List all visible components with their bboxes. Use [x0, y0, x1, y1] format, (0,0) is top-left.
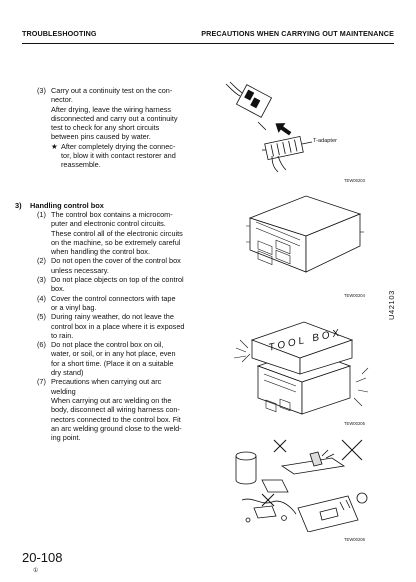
item-number: (1) — [37, 210, 46, 219]
text-line: box. — [51, 284, 65, 294]
list-item: (4) Cover the control connectors with ta… — [37, 294, 197, 313]
revision-mark: ① — [33, 568, 39, 574]
text-line: After drying, leave the wiring harness — [51, 104, 172, 114]
text-line: Do not place the control box on oil, — [51, 340, 164, 350]
star-icon: ★ — [51, 141, 58, 151]
text-line: water, or soil, or in any hot place, eve… — [51, 349, 176, 359]
text-line: control box in a place where it is expos… — [51, 321, 185, 331]
text-line: nectors connected to the control box. Fi… — [51, 414, 181, 424]
page-number: 20-108 — [22, 550, 63, 565]
control-box-illustration — [246, 195, 364, 273]
section-heading: 3) Handling control box — [15, 201, 104, 210]
text-line: or a vinyl bag. — [51, 302, 97, 312]
list-item: (5) During rainy weather, do not leave t… — [37, 312, 197, 340]
text-line: welding — [51, 386, 76, 396]
step-3-block: (3) Carry out a continuity test on the c… — [37, 86, 197, 170]
section-title: Handling control box — [30, 201, 104, 210]
item-number: (2) — [37, 256, 46, 266]
list-item: (3) Do not place objects on top of the c… — [37, 275, 197, 294]
text-line: puter and electronic control circuits. — [51, 219, 166, 229]
text-line: These control all of the electronic circ… — [51, 228, 183, 238]
text-line: Cover the control connectors with tape — [51, 293, 176, 303]
list-item: (6) Do not place the control box on oil,… — [37, 340, 197, 377]
text-line: Carry out a continuity test on the con- — [51, 86, 173, 95]
section-number: 3) — [15, 201, 22, 210]
list-item: (7) Precautions when carrying out arc we… — [37, 377, 197, 442]
text-line: for a short time. (Place it on a suitabl… — [51, 358, 174, 368]
text-line: Do not place objects on top of the contr… — [51, 275, 184, 285]
text-line: The control box contains a microcom- — [51, 210, 173, 219]
text-line: to rain. — [51, 330, 74, 340]
section-items: (1) The control box contains a microcom-… — [37, 210, 197, 442]
header-topic-title: PRECAUTIONS WHEN CARRYING OUT MAINTENANC… — [201, 29, 394, 38]
text-line: test to check for any short circuits — [51, 123, 160, 133]
placement-warning-illustration — [235, 439, 368, 532]
side-document-code: U42103 — [387, 290, 396, 320]
text-line: Do not open the cover of the control box — [51, 256, 181, 266]
text-line: disconnected and carry out a continuity — [51, 113, 178, 123]
t-adapter-label: T-adapter — [313, 138, 337, 144]
text-line: reassemble. — [61, 160, 101, 170]
list-item: (1) The control box contains a microcom-… — [37, 210, 197, 256]
text-line: on the machine, so be extremely careful — [51, 237, 181, 247]
text-line: dry stand) — [51, 368, 84, 378]
text-line: body, disconnect all wiring harness con- — [51, 405, 180, 415]
step-number: (3) — [37, 86, 46, 95]
text-line: between pins caused by water. — [51, 132, 151, 142]
text-line: tor, blow it with contact restorer and — [61, 151, 176, 161]
text-line: unless necessary. — [51, 265, 109, 275]
figure-code: TEW00206 — [344, 537, 365, 542]
connector-illustration — [225, 81, 313, 173]
figure-code: TEW00205 — [344, 421, 365, 426]
text-line: an arc welding ground close to the weld- — [51, 423, 182, 433]
text-line: ing point. — [51, 433, 81, 443]
item-number: (3) — [37, 275, 46, 285]
figure-code: TEW00203 — [344, 178, 365, 183]
text-line: When carrying out arc welding on the — [51, 395, 172, 405]
list-item: (2) Do not open the cover of the control… — [37, 256, 197, 275]
text-line: After completely drying the connec- — [61, 141, 176, 151]
item-number: (7) — [37, 377, 46, 387]
item-number: (6) — [37, 340, 46, 350]
item-number: (5) — [37, 312, 46, 322]
page-header: TROUBLESHOOTING PRECAUTIONS WHEN CARRYIN… — [22, 29, 394, 44]
tool-box-illustration — [233, 321, 369, 415]
header-section-title: TROUBLESHOOTING — [22, 29, 97, 38]
item-number: (4) — [37, 293, 46, 303]
text-line: when handling the control box. — [51, 247, 150, 257]
text-line: nector. — [51, 95, 73, 105]
note: ★ After completely drying the connec- to… — [51, 142, 197, 170]
text-line: During rainy weather, do not leave the — [51, 312, 174, 322]
text-line: Precautions when carrying out arc — [51, 377, 162, 387]
figure-code: TEW00204 — [344, 293, 365, 298]
